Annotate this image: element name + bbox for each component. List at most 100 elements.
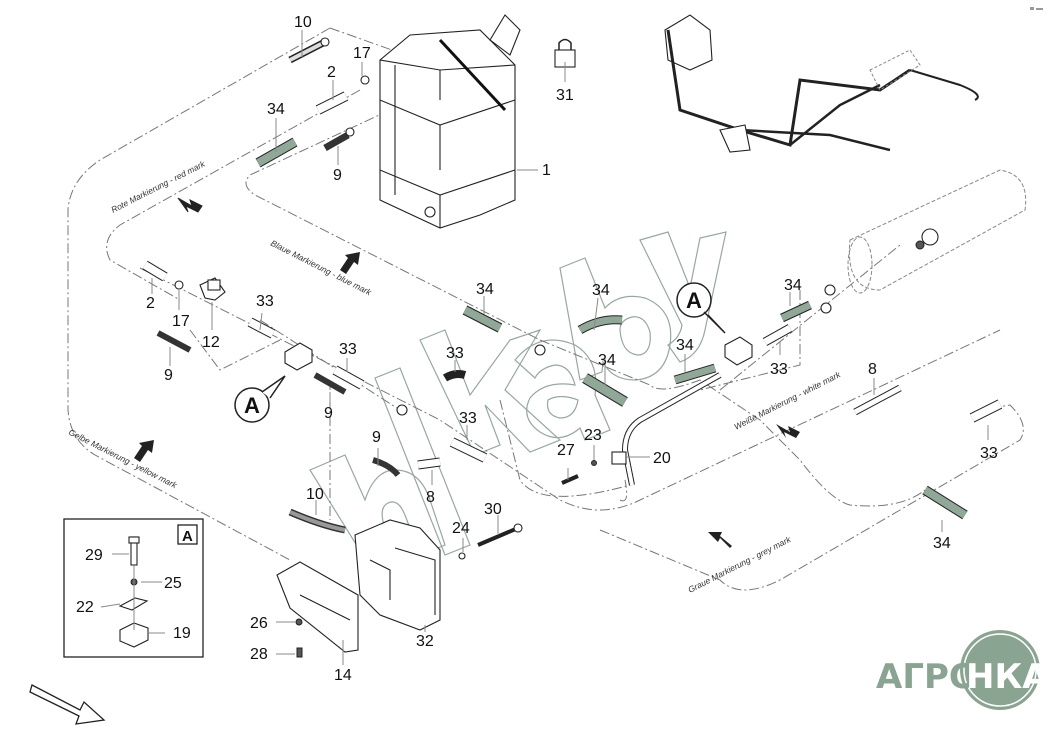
hose-part-9 bbox=[323, 127, 355, 152]
callout: 31 bbox=[556, 87, 574, 104]
bolt-part-27 bbox=[561, 474, 579, 485]
callout: 9 bbox=[333, 167, 342, 184]
hose-part-34 bbox=[255, 137, 298, 168]
fitting bbox=[534, 344, 546, 356]
fitting bbox=[820, 284, 836, 314]
tank bbox=[379, 14, 521, 229]
hose-part-33 bbox=[247, 317, 276, 339]
bolt-part-28 bbox=[296, 647, 303, 658]
detail-marker-a[interactable]: A bbox=[234, 375, 286, 423]
callout: 34 bbox=[476, 281, 494, 298]
svg-text:A: A bbox=[686, 288, 702, 313]
hose-part-33 bbox=[762, 324, 793, 346]
logo-text-left: АГРО bbox=[876, 657, 978, 697]
callout: 9 bbox=[372, 429, 381, 446]
detail-marker-a[interactable]: A bbox=[676, 282, 726, 334]
route-label-yellow: Gelbe Markierung - yellow mark bbox=[67, 427, 179, 491]
direction-arrow-icon bbox=[776, 424, 800, 438]
callout: 34 bbox=[267, 101, 285, 118]
callout: 17 bbox=[353, 45, 371, 62]
callout: 34 bbox=[592, 282, 610, 299]
hose-part-10 bbox=[288, 37, 330, 64]
callout: 2 bbox=[327, 64, 336, 81]
hose-part-8 bbox=[417, 457, 441, 470]
hose-part-34 bbox=[462, 305, 503, 333]
hose-part-2 bbox=[315, 91, 349, 115]
clamp-block bbox=[724, 336, 753, 366]
callout: 32 bbox=[416, 633, 434, 650]
callout: 33 bbox=[770, 361, 788, 378]
callout: 1 bbox=[542, 162, 551, 179]
washer-part-23 bbox=[591, 460, 597, 466]
watermark bbox=[309, 231, 727, 571]
hose-part-9 bbox=[156, 330, 192, 353]
routing-lines bbox=[67, 27, 1024, 591]
callout: 20 bbox=[653, 450, 671, 467]
direction-arrow-icon bbox=[177, 197, 203, 213]
hose-part-34 bbox=[780, 300, 812, 323]
callout: 17 bbox=[172, 313, 190, 330]
logo-text-right: НКА bbox=[966, 657, 1048, 697]
svg-text:29: 29 bbox=[85, 547, 103, 564]
callout: 23 bbox=[584, 427, 602, 444]
hose-part-33 bbox=[442, 370, 467, 382]
callout: 12 bbox=[202, 334, 220, 351]
hose-part-9 bbox=[372, 457, 401, 477]
callout: 14 bbox=[334, 667, 352, 684]
callout: 24 bbox=[452, 520, 470, 537]
pump-part-32 bbox=[354, 519, 441, 631]
route-label-grey: Graue Markierung - grey mark bbox=[686, 534, 793, 595]
callout: 33 bbox=[459, 410, 477, 427]
svg-text:A: A bbox=[182, 528, 193, 545]
direction-arrow-icon bbox=[340, 252, 360, 274]
callout: 8 bbox=[426, 489, 435, 506]
direction-arrow-icon bbox=[708, 532, 732, 548]
callout: 9 bbox=[164, 367, 173, 384]
clamp-part-17 bbox=[360, 75, 370, 85]
hose-part-34 bbox=[922, 485, 968, 520]
harness-overview bbox=[664, 14, 979, 153]
callout: 34 bbox=[598, 352, 616, 369]
callout: 26 bbox=[250, 615, 268, 632]
hose-part-8 bbox=[853, 384, 902, 416]
callout: 33 bbox=[980, 445, 998, 462]
valve-part-12 bbox=[199, 277, 226, 301]
callout: 10 bbox=[294, 14, 312, 31]
clamp-part-17 bbox=[174, 280, 184, 290]
callout: 30 bbox=[484, 501, 502, 518]
svg-text:A: A bbox=[244, 393, 260, 418]
pipe-part-20 bbox=[611, 372, 722, 486]
bolt-part-30 bbox=[477, 523, 523, 547]
detail-box-a: A 29 25 22 19 bbox=[63, 518, 204, 658]
leader-lines bbox=[151, 30, 989, 665]
callout: 33 bbox=[446, 345, 464, 362]
bracket-part-14 bbox=[276, 561, 359, 653]
hose-part-2 bbox=[142, 260, 168, 282]
callout: 28 bbox=[250, 646, 268, 663]
hose-part-33 bbox=[969, 399, 1003, 423]
svg-text:25: 25 bbox=[164, 575, 182, 592]
callout: 27 bbox=[557, 442, 575, 459]
callout: 9 bbox=[324, 405, 333, 422]
callout: 33 bbox=[339, 341, 357, 358]
hose-part-34 bbox=[582, 373, 628, 407]
hose-part-33 bbox=[449, 437, 488, 463]
fitting bbox=[396, 404, 408, 416]
callout: 34 bbox=[933, 535, 951, 552]
corner-mark-icon bbox=[1030, 7, 1043, 10]
direction-arrow-icon bbox=[134, 440, 154, 462]
callout: 10 bbox=[306, 486, 324, 503]
svg-text:22: 22 bbox=[76, 599, 94, 616]
cylinder-unit bbox=[847, 169, 1027, 294]
washer-part-24 bbox=[458, 552, 466, 560]
callout: 34 bbox=[676, 337, 694, 354]
hose-part-9 bbox=[313, 372, 347, 395]
orientation-arrow-icon bbox=[29, 684, 106, 725]
hose-part-33 bbox=[332, 365, 365, 390]
route-label-white: Weiße Markierung - white mark bbox=[732, 369, 842, 432]
logo: АГРО НКА bbox=[876, 630, 1048, 710]
callout: 8 bbox=[868, 361, 877, 378]
hose-part-34 bbox=[673, 363, 717, 385]
